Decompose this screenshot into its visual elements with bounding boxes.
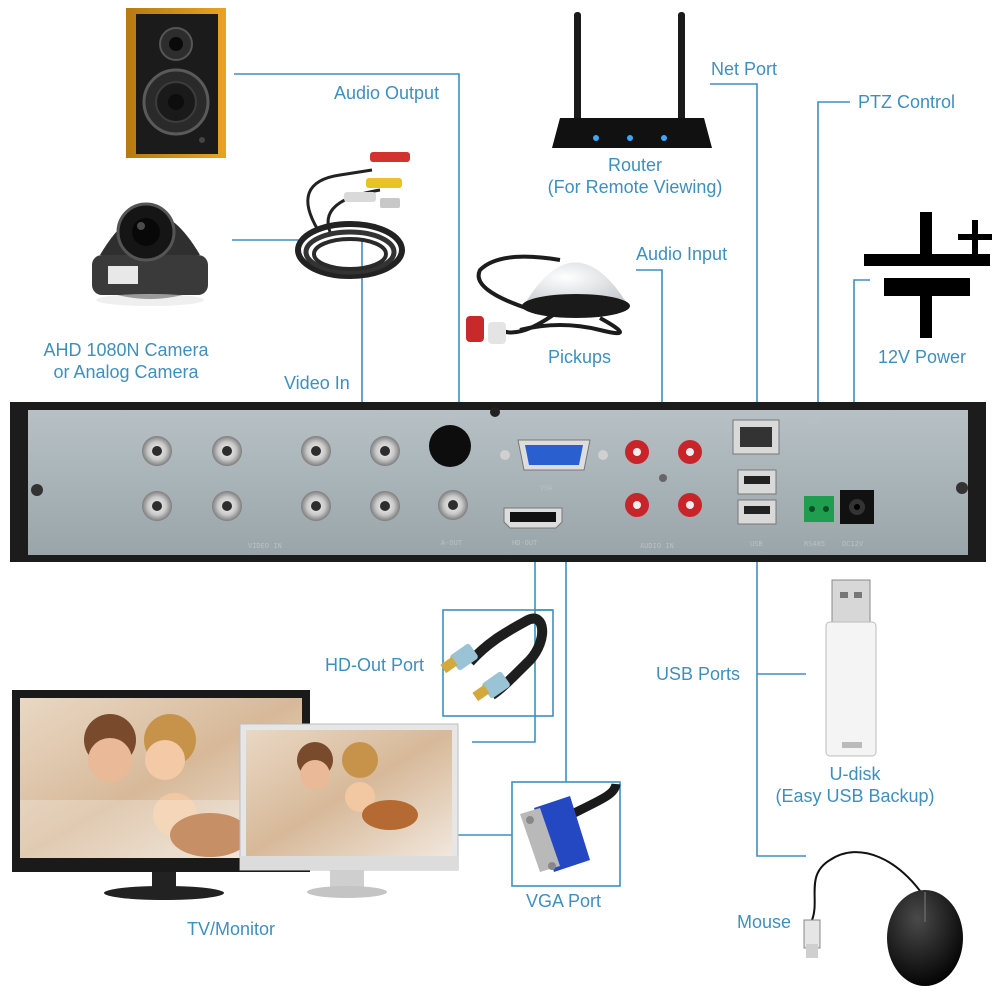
power-symbol-image: [864, 212, 992, 338]
label-usb-ports: USB Ports: [656, 664, 741, 684]
mouse-image: [803, 851, 963, 986]
mark-hd-out: HD-OUT: [512, 539, 538, 547]
net-port: [732, 419, 780, 455]
pickup-microphone-image: [466, 254, 630, 344]
hdmi-port: [503, 507, 563, 529]
vga-cable-box: [511, 781, 621, 887]
line-usb: [756, 535, 806, 857]
mark-vga: VGA: [540, 484, 553, 492]
mark-dc12v: DC12V: [842, 540, 864, 548]
speaker-image: [126, 8, 226, 158]
hdmi-cable-image: [440, 613, 548, 702]
connector-lines: [232, 73, 870, 857]
dome-camera-image: [92, 202, 208, 306]
label-router: Router: [607, 155, 663, 175]
label-tv-monitor: TV/Monitor: [187, 919, 276, 939]
line-ptz-control: [817, 101, 850, 492]
mark-net: NET: [808, 418, 821, 426]
rs485-terminal: [804, 496, 834, 522]
usb-port-pair: [737, 469, 777, 525]
label-mouse: Mouse: [737, 912, 792, 932]
label-camera: AHD 1080N Camera: [43, 340, 209, 360]
hdmi-cable-box: [442, 609, 554, 717]
dvr-back-panel: VIDEO IN A-OUT V-OUT VGA HD-OUT AUDIO IN…: [10, 402, 986, 562]
line-hd-out: [472, 530, 536, 743]
mark-video-in: VIDEO IN: [248, 542, 282, 550]
video-out-port: [429, 425, 471, 467]
label-net-port: Net Port: [711, 59, 778, 79]
mark-v-out: V-OUT: [438, 414, 460, 422]
udisk-image: [825, 579, 877, 757]
label-12v-power: 12V Power: [878, 347, 967, 367]
dc-power-jack: [840, 490, 874, 524]
line-net-port: [710, 83, 758, 428]
bnc-cable-image: [295, 152, 410, 279]
label-router-sub: (For Remote Viewing): [547, 177, 723, 197]
label-udisk-sub: (Easy USB Backup): [775, 786, 935, 806]
line-audio-input: [636, 269, 663, 424]
mark-a-out: A-OUT: [441, 539, 463, 547]
small-monitor-image: [239, 723, 459, 898]
line-audio-output: [234, 73, 460, 478]
label-hd-out-port: HD-Out Port: [325, 655, 425, 675]
mark-rs485: RS485: [804, 540, 825, 548]
label-vga-port: VGA Port: [526, 891, 602, 911]
bnc-video-inputs: [142, 436, 400, 521]
label-audio-output: Audio Output: [334, 83, 440, 103]
rca-audio-inputs: [625, 440, 702, 517]
label-ptz-control: PTZ Control: [858, 92, 956, 112]
label-audio-input: Audio Input: [636, 244, 728, 264]
vga-cable-image: [520, 782, 621, 872]
mark-usb: USB: [750, 540, 763, 548]
router-image: [552, 12, 712, 148]
label-video-in: Video In: [284, 373, 350, 393]
mark-audio-in: AUDIO IN: [640, 542, 674, 550]
vga-port: [500, 439, 608, 471]
label-camera-sub: or Analog Camera: [53, 362, 199, 382]
label-pickups: Pickups: [548, 347, 612, 367]
label-udisk: U-disk: [829, 764, 881, 784]
